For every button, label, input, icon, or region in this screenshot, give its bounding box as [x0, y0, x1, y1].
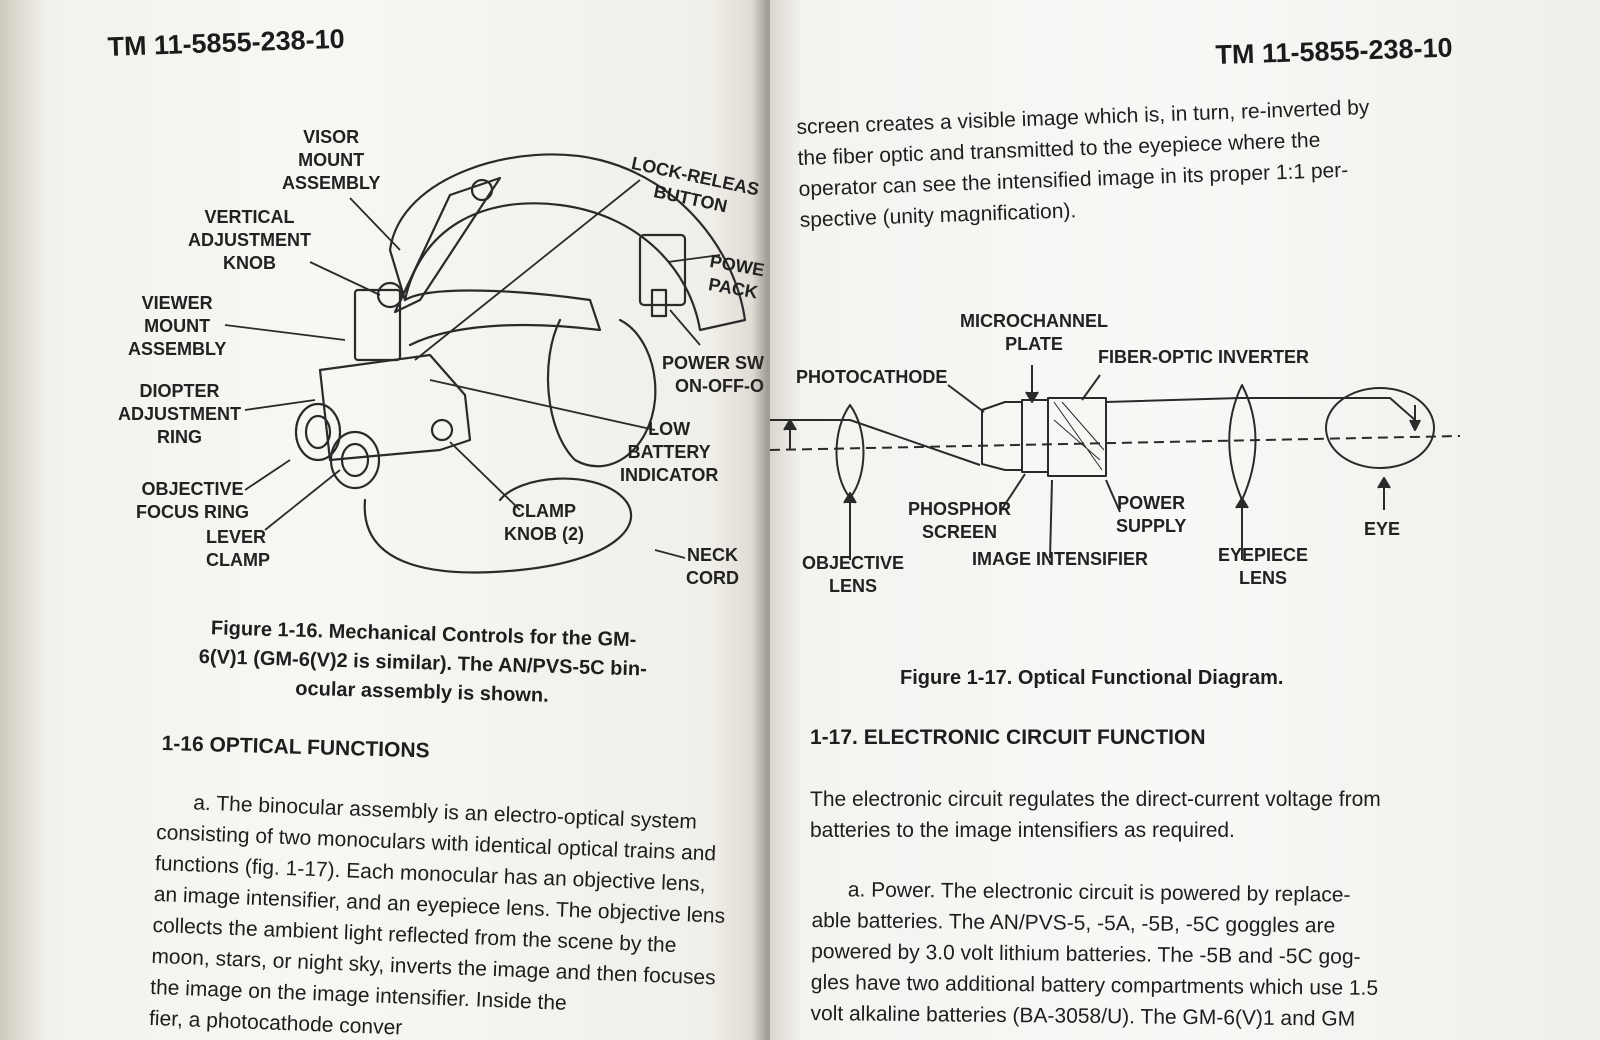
label-objective-focus-ring: OBJECTIVE FOCUS RING	[136, 479, 250, 522]
label-vertical-adjustment-knob: VERTICAL ADJUSTMENT KNOB	[188, 207, 312, 273]
left-page: TM 11-5855-238-10	[0, 0, 770, 1040]
label-objective-lens: OBJECTIVE LENS	[802, 553, 905, 596]
label-power-switch: POWER SW ON-OFF-O	[662, 353, 764, 396]
label-eye: EYE	[1364, 519, 1401, 539]
right-paragraph-1: The electronic circuit regulates the dir…	[810, 788, 1381, 842]
label-low-battery-indicator: LOW BATTERY INDICATOR	[620, 419, 719, 485]
figure-1-17-caption: Figure 1-17. Optical Functional Diagram.	[900, 667, 1284, 689]
label-lever-clamp: LEVER CLAMP	[206, 527, 270, 570]
label-visor-mount-assembly: VISOR MOUNT ASSEMBLY	[282, 127, 381, 193]
label-microchannel-plate: MICROCHANNEL PLATE	[960, 311, 1108, 354]
optical-functional-diagram	[770, 365, 1461, 560]
right-paragraph-2: a. Power. The electronic circuit is powe…	[810, 878, 1379, 1031]
label-power-supply: POWER SUPPLY	[1116, 493, 1187, 536]
helmet-goggle-illustration	[224, 153, 747, 574]
label-diopter-adjustment-ring: DIOPTER ADJUSTMENT RING	[118, 381, 242, 447]
label-viewer-mount-assembly: VIEWER MOUNT ASSEMBLY	[128, 293, 227, 359]
label-photocathode: PHOTOCATHODE	[796, 367, 948, 387]
left-body-text: a. The binocular assembly is an electro-…	[148, 791, 726, 1040]
section-title-1-16: 1-16 OPTICAL FUNCTIONS	[161, 732, 430, 763]
label-neck-cord: NECK CORD	[686, 545, 739, 588]
label-phosphor-screen: PHOSPHOR SCREEN	[908, 499, 1012, 542]
label-clamp-knob: CLAMP KNOB (2)	[504, 501, 584, 544]
right-page: TM 11-5855-238-10 screen creates a visib…	[770, 0, 1600, 1040]
label-image-intensifier: IMAGE INTENSIFIER	[972, 549, 1149, 569]
label-fiber-optic-inverter: FIBER-OPTIC INVERTER	[1098, 347, 1310, 367]
section-title-1-17: 1-17. ELECTRONIC CIRCUIT FUNCTION	[810, 726, 1206, 749]
figure-1-16-caption: Figure 1-16. Mechanical Controls for the…	[198, 617, 648, 707]
label-eyepiece-lens: EYEPIECE LENS	[1218, 545, 1309, 588]
